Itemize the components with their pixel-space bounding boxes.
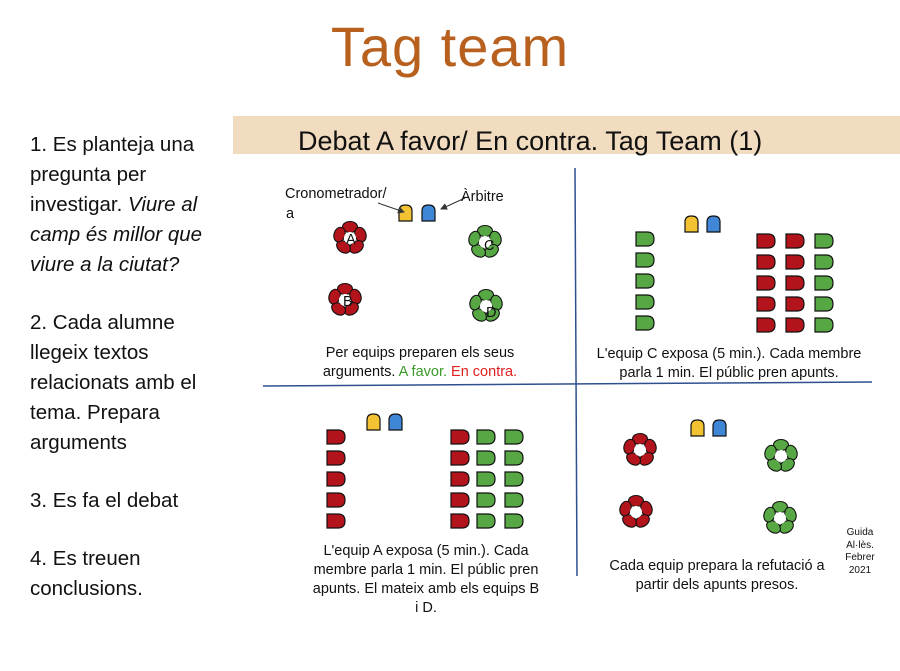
audience-seat: [814, 254, 834, 270]
audience-seat: [785, 296, 805, 312]
audience-seat: [450, 471, 470, 487]
audience-seat: [814, 233, 834, 249]
team-c-label: C: [484, 238, 495, 254]
referee-pawn: [388, 413, 403, 431]
audience-seat: [504, 492, 524, 508]
timer-pawn: [366, 413, 381, 431]
audience-seat: [756, 317, 776, 333]
audience-seat: [504, 513, 524, 529]
step-3: 3. Es fa el debat: [30, 489, 179, 512]
audience-seat: [756, 233, 776, 249]
speaker-seat: [326, 513, 346, 529]
referee-label: Àrbitre: [461, 189, 504, 205]
speaker-seat: [635, 273, 655, 289]
caption-refutation: Cada equip prepara la refutació a partir…: [609, 558, 825, 593]
referee-arrow: [440, 197, 466, 210]
step-1: 1. Es planteja una pregunta per investig…: [30, 130, 220, 280]
timer-label-line2: a: [286, 206, 295, 222]
referee-pawn: [706, 215, 721, 233]
timer-arrow: [377, 202, 405, 214]
vertical-divider: [574, 167, 578, 577]
team-b-flower-center: [339, 294, 351, 306]
audience-seat: [504, 450, 524, 466]
author-credit: Guida Al·lès. Febrer 2021: [845, 527, 875, 576]
speaker-seat: [326, 429, 346, 445]
audience-seat: [476, 471, 496, 487]
team-a-flower-center: [344, 232, 356, 244]
timer-label-line1: Cronometrador/: [285, 186, 387, 202]
caption-team-c: L'equip C exposa (5 min.). Cada membre p…: [596, 346, 862, 381]
audience-seat: [450, 513, 470, 529]
caption-favor: A favor.: [398, 364, 448, 380]
audience-seat: [476, 429, 496, 445]
team-flower-center: [775, 450, 787, 462]
speaker-seat: [635, 315, 655, 331]
audience-seat: [814, 296, 834, 312]
audience-seat: [756, 254, 776, 270]
speaker-seat: [635, 294, 655, 310]
audience-seat: [814, 317, 834, 333]
timer-pawn: [684, 215, 699, 233]
audience-seat: [785, 317, 805, 333]
step-4: 4. Es treuen conclusions.: [30, 547, 143, 600]
speaker-seat: [635, 252, 655, 268]
caption-prepare: Per equips preparen els seus arguments. …: [305, 344, 535, 382]
team-flower-center: [630, 506, 642, 518]
timer-pawn: [398, 204, 413, 222]
step-1-text: 1. Es planteja una pregunta per investig…: [30, 133, 195, 216]
steps-list: 1. Es planteja una pregunta per investig…: [30, 130, 220, 632]
audience-seat: [756, 296, 776, 312]
timer-pawn: [690, 419, 705, 437]
team-b-label: B: [343, 294, 353, 310]
audience-seat: [814, 275, 834, 291]
audience-seat: [476, 513, 496, 529]
audience-seat: [785, 254, 805, 270]
audience-seat: [756, 275, 776, 291]
speaker-seat: [326, 492, 346, 508]
audience-seat: [450, 429, 470, 445]
team-d-label: D: [486, 305, 497, 321]
banner: [233, 116, 900, 154]
banner-title: Debat A favor/ En contra. Tag Team (1): [298, 126, 763, 156]
caption-contra: En contra.: [451, 364, 518, 380]
team-flower-center: [634, 444, 646, 456]
team-c-flower-center: [479, 236, 491, 248]
audience-seat: [785, 233, 805, 249]
speaker-seat: [326, 450, 346, 466]
audience-seat: [476, 450, 496, 466]
step-2: 2. Cada alumne llegeix textos relacionat…: [30, 311, 197, 454]
audience-seat: [504, 429, 524, 445]
audience-seat: [450, 492, 470, 508]
team-flower-center: [774, 512, 786, 524]
referee-pawn: [712, 419, 727, 437]
step-1-question: Viure al camp és millor que viure a la c…: [30, 193, 203, 276]
speaker-seat: [326, 471, 346, 487]
page-title: Tag team: [330, 15, 570, 78]
caption-prepare-text: Per equips preparen els seus arguments.: [322, 345, 515, 380]
horizontal-divider: [262, 381, 873, 387]
team-d-flower-center: [480, 300, 492, 312]
referee-pawn: [421, 204, 436, 222]
team-a-label: A: [346, 232, 356, 248]
caption-team-a: L'equip A exposa (5 min.). Cada membre p…: [312, 543, 540, 616]
speaker-seat: [635, 231, 655, 247]
audience-seat: [450, 450, 470, 466]
audience-seat: [476, 492, 496, 508]
audience-seat: [785, 275, 805, 291]
audience-seat: [504, 471, 524, 487]
